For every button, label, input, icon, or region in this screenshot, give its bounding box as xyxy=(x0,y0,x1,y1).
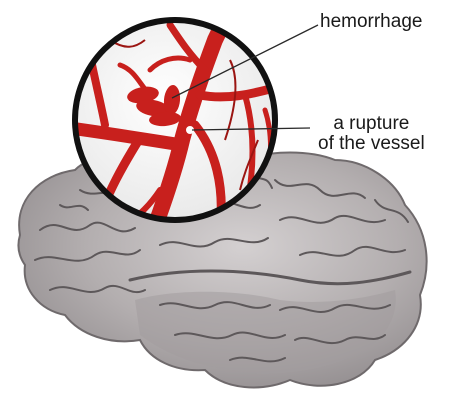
rupture-label: a rupture of the vessel xyxy=(318,114,425,154)
rupture-label-line2: of the vessel xyxy=(318,134,425,154)
hemorrhage-label: hemorrhage xyxy=(320,12,422,32)
rupture-label-line1: a rupture xyxy=(318,114,425,134)
